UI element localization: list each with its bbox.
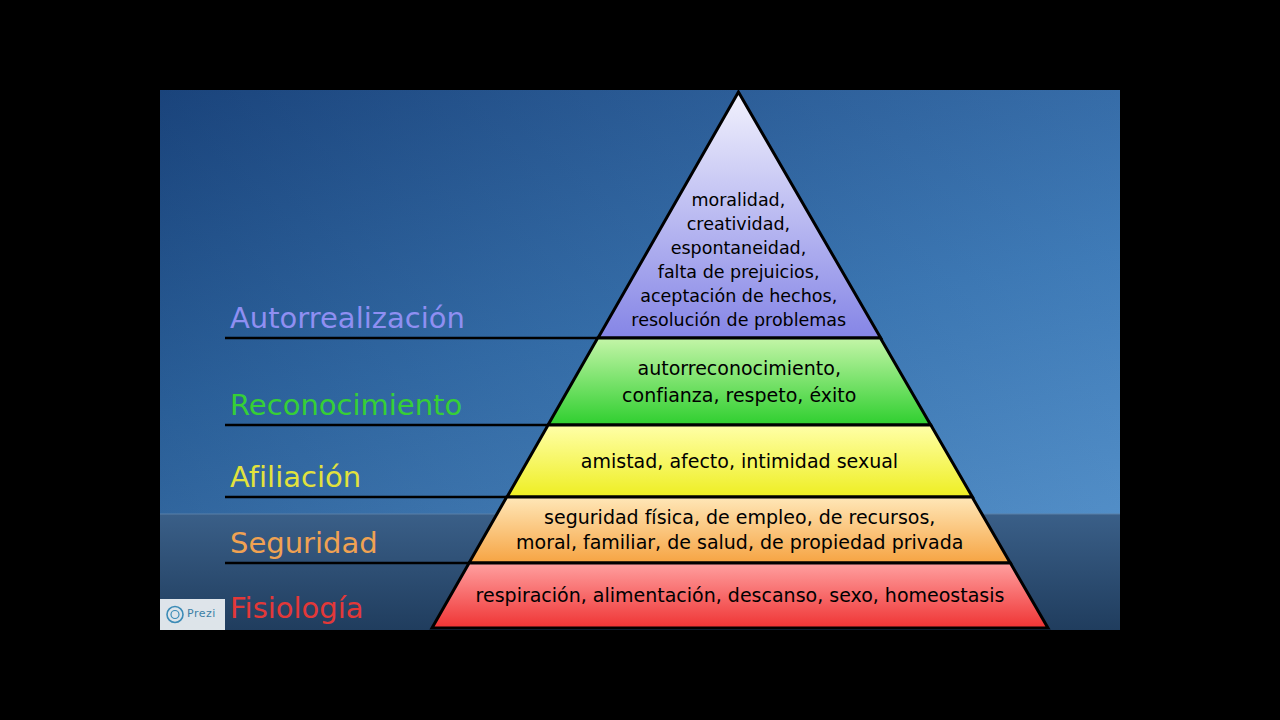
text-area: respiración, alimentación, descanso, sex… xyxy=(429,563,1051,628)
watermark-badge xyxy=(160,599,225,630)
band-text: autorreconocimiento, confianza, respeto,… xyxy=(608,355,870,409)
band-text: moralidad, creatividad, espontaneidad, f… xyxy=(595,188,884,332)
sky xyxy=(160,90,1120,630)
band-text: seguridad física, de empleo, de recursos… xyxy=(512,505,967,555)
pyramid-band: Autorrealizaciónmoralidad, creatividad, … xyxy=(595,92,884,338)
level-rule xyxy=(225,337,598,340)
band-outline xyxy=(469,497,1010,563)
text-area: seguridad física, de empleo, de recursos… xyxy=(466,497,1013,563)
band-text: respiración, alimentación, descanso, sex… xyxy=(476,583,1005,608)
level-rule xyxy=(225,496,507,499)
pyramid-band: Afiliaciónamistad, afecto, intimidad sex… xyxy=(504,425,975,497)
level-heading: Afiliación xyxy=(230,460,361,494)
text-area: moralidad, creatividad, espontaneidad, f… xyxy=(595,188,884,338)
watermark-logo xyxy=(167,607,183,623)
level-heading: Autorrealización xyxy=(230,301,465,335)
band-outline xyxy=(507,425,972,497)
band-outline xyxy=(432,563,1048,628)
level-heading: Reconocimiento xyxy=(230,388,462,422)
band-text: amistad, afecto, intimidad sexual xyxy=(581,449,898,474)
sky-shade xyxy=(160,90,1120,630)
watermark-text: Prezi xyxy=(187,607,216,621)
level-heading: Seguridad xyxy=(230,526,378,560)
band-shape xyxy=(545,338,934,425)
pyramid-band: Reconocimientoautorreconocimiento, confi… xyxy=(545,338,934,425)
pyramid-band: Fisiologíarespiración, alimentación, des… xyxy=(429,563,1051,628)
level-heading: Fisiología xyxy=(230,591,364,625)
pyramid-band: Seguridadseguridad física, de empleo, de… xyxy=(466,497,1013,563)
level-rule xyxy=(225,562,469,565)
watermark-logo xyxy=(171,611,179,619)
text-area: amistad, afecto, intimidad sexual xyxy=(504,425,975,497)
band-outline xyxy=(548,338,931,425)
level-rule xyxy=(225,424,548,427)
text-area: autorreconocimiento, confianza, respeto,… xyxy=(545,338,934,425)
